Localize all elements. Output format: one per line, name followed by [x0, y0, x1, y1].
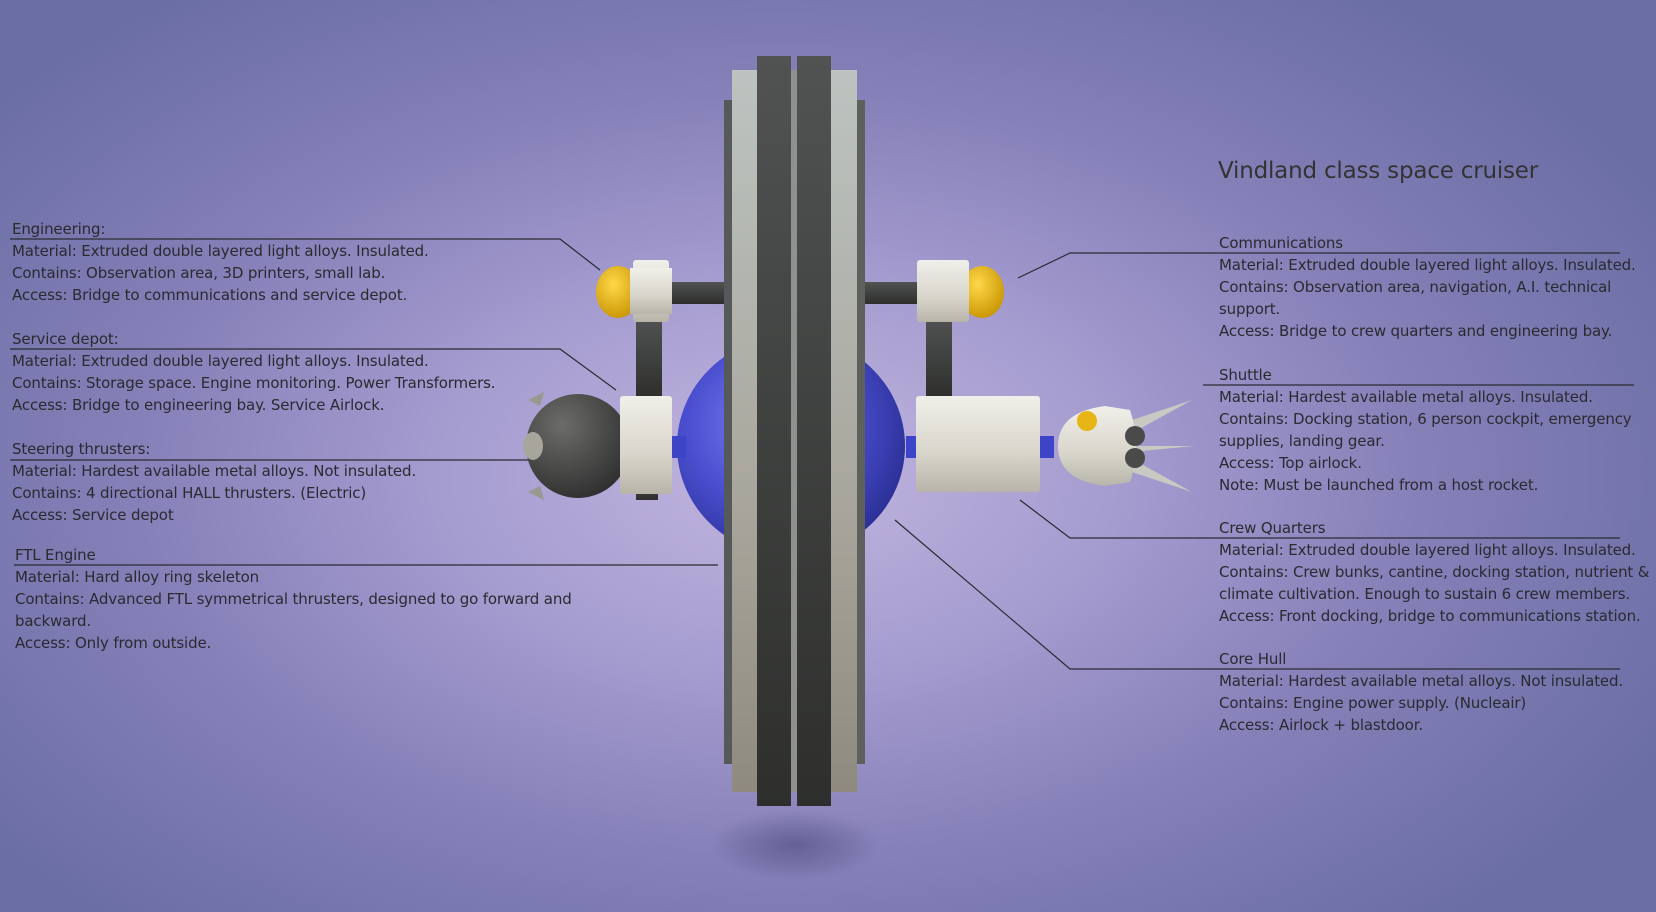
core-hull-material: Material: Hardest available metal alloys… — [1219, 672, 1624, 690]
shuttle-access: Access: Top airlock. — [1219, 454, 1362, 472]
service-depot-module — [620, 396, 672, 494]
ftl-engine-contains: Contains: Advanced FTL symmetrical thrus… — [15, 590, 572, 630]
service-depot-access: Access: Bridge to engineering bay. Servi… — [12, 396, 385, 414]
shuttle-note: Note: Must be launched from a host rocke… — [1219, 476, 1539, 494]
core-hull-block: Core Hull Material: Hardest available me… — [1219, 648, 1639, 736]
ground-shadow — [710, 810, 880, 880]
crew-quarters-material: Material: Extruded double layered light … — [1219, 541, 1636, 559]
communications-material: Material: Extruded double layered light … — [1219, 256, 1636, 274]
steering-thrusters — [523, 392, 630, 500]
shuttle-block: Shuttle Material: Hardest available meta… — [1219, 364, 1639, 496]
engineering-module — [596, 260, 672, 322]
core-hull-access: Access: Airlock + blastdoor. — [1219, 716, 1423, 734]
steering-thrusters-heading: Steering thrusters: — [12, 440, 151, 458]
crew-quarters-module — [916, 396, 1040, 492]
shuttle-heading: Shuttle — [1219, 366, 1272, 384]
ftl-engine-block: FTL Engine Material: Hard alloy ring ske… — [15, 544, 575, 654]
engineering-block: Engineering: Material: Extruded double l… — [12, 218, 429, 306]
communications-module — [917, 260, 1004, 322]
core-hull-heading: Core Hull — [1219, 650, 1287, 668]
core-hull-contains: Contains: Engine power supply. (Nucleair… — [1219, 694, 1527, 712]
bridge-struts — [636, 282, 954, 500]
diagram-title: Vindland class space cruiser — [1218, 158, 1539, 184]
service-depot-material: Material: Extruded double layered light … — [12, 352, 429, 370]
shuttle-material: Material: Hardest available metal alloys… — [1219, 388, 1593, 406]
ftl-engine-access: Access: Only from outside. — [15, 634, 212, 652]
crew-quarters-heading: Crew Quarters — [1219, 519, 1326, 537]
ftl-engine-heading: FTL Engine — [15, 546, 96, 564]
communications-heading: Communications — [1219, 234, 1343, 252]
engineering-material: Material: Extruded double layered light … — [12, 242, 429, 260]
steering-thrusters-contains: Contains: 4 directional HALL thrusters. … — [12, 484, 367, 502]
crew-quarters-access: Access: Front docking, bridge to communi… — [1219, 607, 1641, 625]
leader-crew-quarters — [1019, 499, 1620, 539]
engineering-access: Access: Bridge to communications and ser… — [12, 286, 408, 304]
crew-quarters-block: Crew Quarters Material: Extruded double … — [1219, 517, 1651, 627]
steering-thrusters-material: Material: Hardest available metal alloys… — [12, 462, 417, 480]
leader-engineering — [10, 238, 601, 271]
ftl-engine-material: Material: Hard alloy ring skeleton — [15, 568, 259, 586]
steering-thrusters-access: Access: Service depot — [12, 506, 174, 524]
leader-service-depot — [10, 348, 617, 391]
ftl-engine-ring — [724, 56, 865, 806]
communications-access: Access: Bridge to crew quarters and engi… — [1219, 322, 1613, 340]
engineering-heading: Engineering: — [12, 220, 106, 238]
engineering-contains: Contains: Observation area, 3D printers,… — [12, 264, 386, 282]
leader-core-hull — [894, 519, 1620, 670]
communications-block: Communications Material: Extruded double… — [1219, 232, 1639, 342]
steering-thrusters-block: Steering thrusters: Material: Hardest av… — [12, 438, 416, 526]
leader-communications — [1017, 252, 1620, 279]
service-depot-block: Service depot: Material: Extruded double… — [12, 328, 496, 416]
service-depot-heading: Service depot: — [12, 330, 119, 348]
service-depot-contains: Contains: Storage space. Engine monitori… — [12, 374, 496, 392]
leader-lines — [10, 238, 1634, 670]
shuttle-contains: Contains: Docking station, 6 person cock… — [1219, 410, 1632, 450]
crew-quarters-contains: Contains: Crew bunks, cantine, docking s… — [1219, 563, 1650, 603]
shuttle — [1058, 400, 1194, 492]
communications-contains: Contains: Observation area, navigation, … — [1219, 278, 1612, 318]
